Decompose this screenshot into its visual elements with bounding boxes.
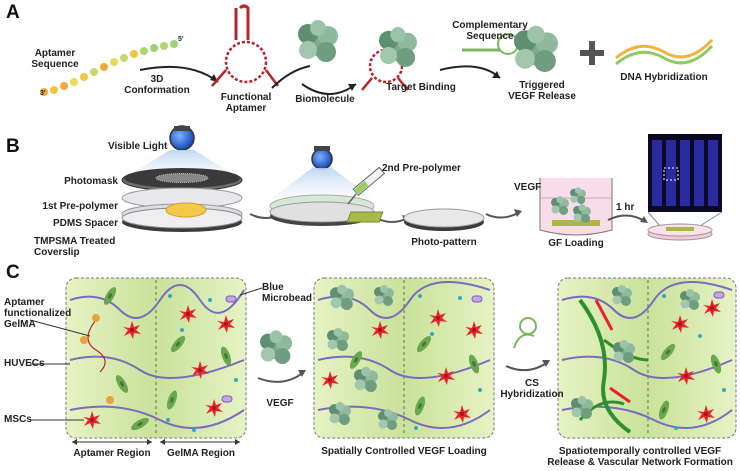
vegf-label-c: VEGF — [266, 398, 294, 409]
dna-hybridization-icon — [615, 38, 714, 66]
blue-microbead-label: Blue Microbead — [262, 282, 313, 304]
triggered-release-label: Triggered VEGF Release — [508, 80, 576, 102]
first-prepolymer-label: 1st Pre-polymer — [42, 201, 118, 212]
arrow-c1 — [257, 371, 305, 383]
target-binding-label: Target Binding — [386, 82, 456, 93]
cs-hybridization-icon — [513, 317, 537, 349]
panel-b — [121, 125, 723, 241]
panel-b-letter: B — [6, 136, 20, 157]
photo-pattern-icon — [346, 208, 485, 231]
biomolecule-label: Biomolecule — [295, 94, 355, 105]
arrow-a3 — [301, 83, 357, 95]
dna-hybridization-label: DNA Hybridization — [620, 72, 708, 83]
arrow-b4 — [607, 214, 647, 223]
3d-conformation-label: 3D Conformation — [124, 74, 190, 96]
exposure-dish-icon — [269, 194, 375, 226]
panel-c-letter: C — [6, 262, 20, 283]
panel-a-letter: A — [6, 2, 20, 23]
aptamer-gelma-label: Aptamer functionalized GelMA — [4, 297, 72, 330]
photomask-label: Photomask — [64, 176, 118, 187]
arrow-b3 — [485, 211, 521, 219]
gelma-region-label: GelMA Region — [167, 448, 235, 459]
pdms-spacer-label: PDMS Spacer — [52, 218, 118, 229]
gf-loading-label: GF Loading — [548, 238, 604, 249]
arrow-c2 — [505, 361, 549, 372]
pdms-stack-icon — [121, 187, 243, 232]
photo-pattern-label: Photo-pattern — [411, 237, 477, 248]
biomolecule-icon — [298, 20, 338, 62]
light-bulb-2-icon — [272, 146, 372, 198]
arrow-a2 — [271, 65, 311, 89]
arrow-a4 — [439, 65, 501, 79]
spatial-loading-label: Spatially Controlled VEGF Loading — [321, 446, 487, 457]
mscs-label: MSCs — [4, 414, 32, 425]
visible-light-label: Visible Light — [108, 141, 168, 152]
three-prime-label: 3' — [40, 90, 46, 97]
syringe-icon — [347, 166, 386, 205]
aptamer-sequence-chain — [40, 40, 178, 96]
petri-dish-icon — [647, 223, 713, 241]
huvecs-label: HUVECs — [4, 358, 45, 369]
five-prime-label: 5' — [178, 36, 184, 43]
vegf-label-b: VEGF — [514, 182, 542, 193]
complementary-sequence-label: Complementary Sequence — [452, 20, 528, 42]
vegf-icon-c — [260, 330, 292, 364]
spatiotemporal-label: Spatiotemporally controlled VEGF Release… — [547, 446, 733, 468]
region-arrows — [72, 439, 240, 445]
scaffold-box-3 — [557, 277, 737, 439]
tmpsma-coverslip-label: TMPSMA Treated Coverslip — [34, 236, 116, 258]
one-hour-label: 1 hr — [616, 202, 635, 213]
photomask-icon — [121, 168, 243, 192]
aptamer-region-label: Aptamer Region — [73, 448, 151, 459]
target-binding-icon — [361, 27, 417, 91]
plus-icon — [580, 41, 604, 65]
gf-loading-well-icon — [539, 178, 613, 236]
panel-a — [40, 4, 714, 96]
second-prepolymer-label: 2nd Pre-polymer — [382, 163, 461, 174]
fluorescence-image — [647, 134, 723, 227]
scaffold-box-1 — [29, 277, 263, 439]
functional-aptamer-icon — [211, 4, 279, 87]
scaffold-box-2 — [313, 277, 495, 439]
cs-hybridization-label: CS Hybridization — [500, 378, 564, 400]
panel-c — [29, 277, 737, 445]
aptamer-sequence-label: Aptamer Sequence — [31, 48, 79, 70]
functional-aptamer-label: Functional Aptamer — [220, 92, 272, 114]
